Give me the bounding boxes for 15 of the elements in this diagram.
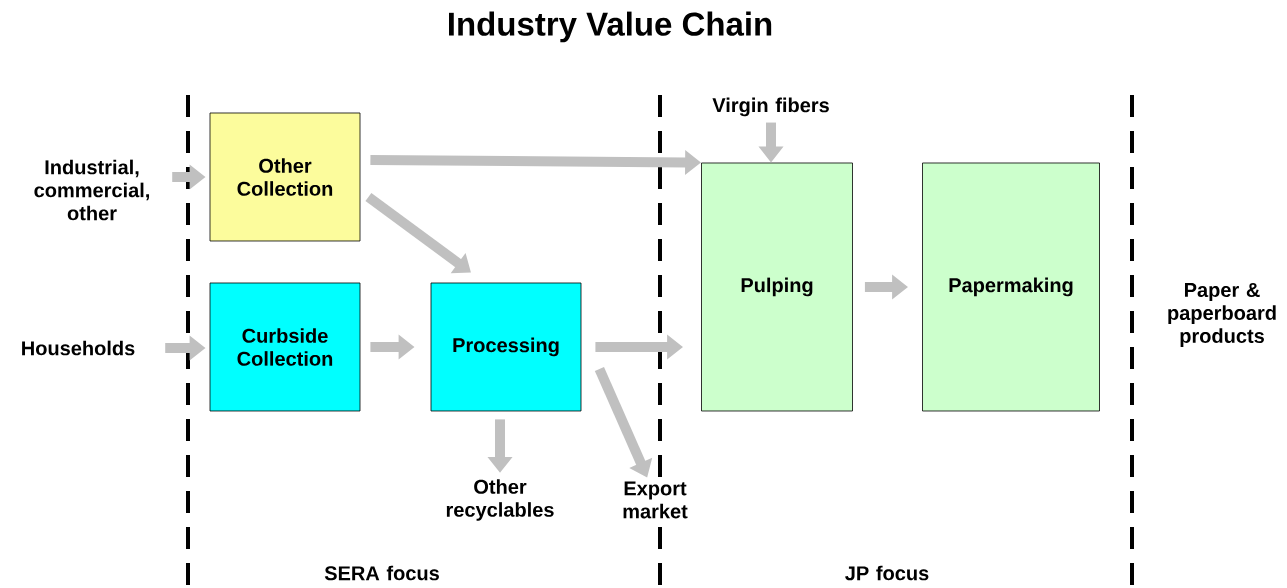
process-box: Processing <box>430 282 582 412</box>
process-box: Other Collection <box>209 112 361 242</box>
region-label: SERA focus <box>324 565 439 581</box>
process-box: Curbside Collection <box>209 282 361 412</box>
output-label: Other recyclables <box>446 479 554 521</box>
source-label: Households <box>22 340 135 356</box>
input-label: Virgin fibers <box>712 97 829 117</box>
title: Industry Value Chain <box>449 11 772 43</box>
output-label: Paper & paperboard products <box>1168 283 1276 347</box>
process-box: Papermaking <box>922 162 1100 412</box>
process-box: Pulping <box>701 162 853 412</box>
region-label: JP focus <box>845 565 929 581</box>
output-label: Export market <box>612 479 698 521</box>
source-label: Industrial, commercial, other <box>34 159 150 221</box>
block-arrow <box>365 192 471 274</box>
